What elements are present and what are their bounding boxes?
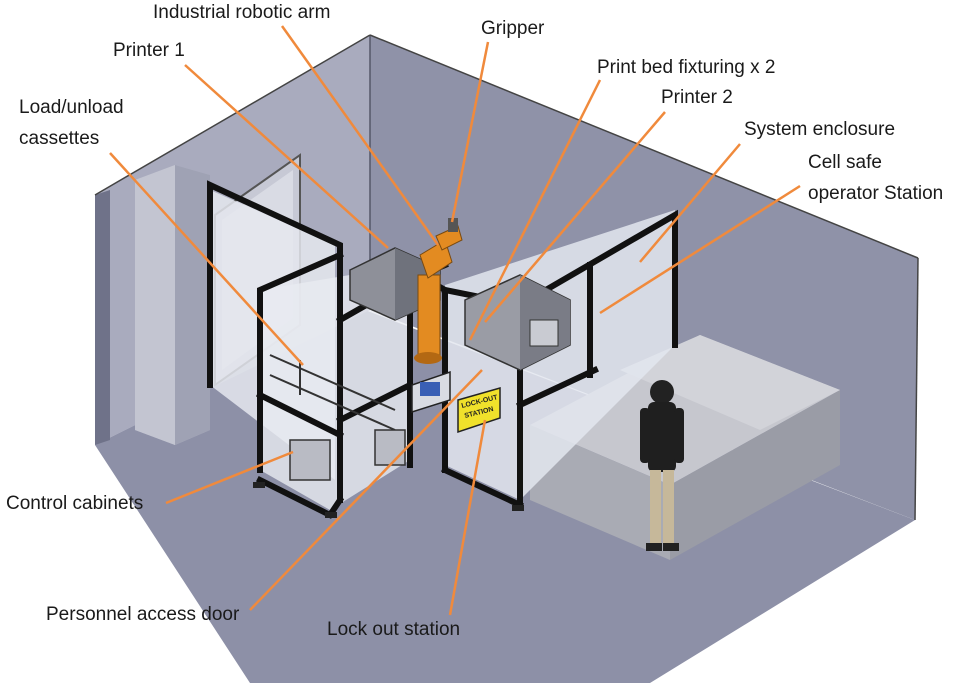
label-cell-safe-line1: Cell safe [808,152,882,173]
label-industrial-robotic-arm: Industrial robotic arm [153,2,331,23]
label-print-bed-fixturing: Print bed fixturing x 2 [597,57,776,78]
leader-control-cabinets [165,450,294,505]
label-control-cabinets: Control cabinets [6,493,144,514]
leader-printer-1 [184,64,389,249]
label-gripper: Gripper [481,18,545,39]
operator-table-top [620,335,840,430]
lockout-sign: LOCK-OUT STATION [457,387,501,434]
leader-personnel-access-door [249,369,483,611]
label-personnel-access-door: Personnel access door [46,604,240,625]
leader-print-bed-fixturing [468,79,602,341]
control-cabinet [289,439,331,481]
label-printer-2: Printer 2 [661,87,733,108]
label-cell-safe-line2: operator Station [808,183,944,204]
leader-lines [109,25,801,616]
label-system-enclosure: System enclosure [744,119,896,140]
leader-industrial-robotic-arm [280,25,440,246]
label-load-unload-line2: cassettes [19,128,100,149]
leader-load-unload [109,152,304,366]
label-lock-out-station: Lock out station [327,619,461,640]
load-unload-rails [269,354,396,431]
robotic-arm [414,218,463,364]
leader-gripper [450,41,490,223]
leader-printer-2 [484,111,666,323]
label-printer-1: Printer 1 [113,40,185,61]
label-load-unload-line1: Load/unload [19,97,124,118]
leader-cell-safe [599,184,801,315]
leader-system-enclosure [639,143,741,263]
leader-lock-out-station [448,419,487,616]
room-wall-left-edge [95,190,110,445]
operator-figure [640,380,684,551]
